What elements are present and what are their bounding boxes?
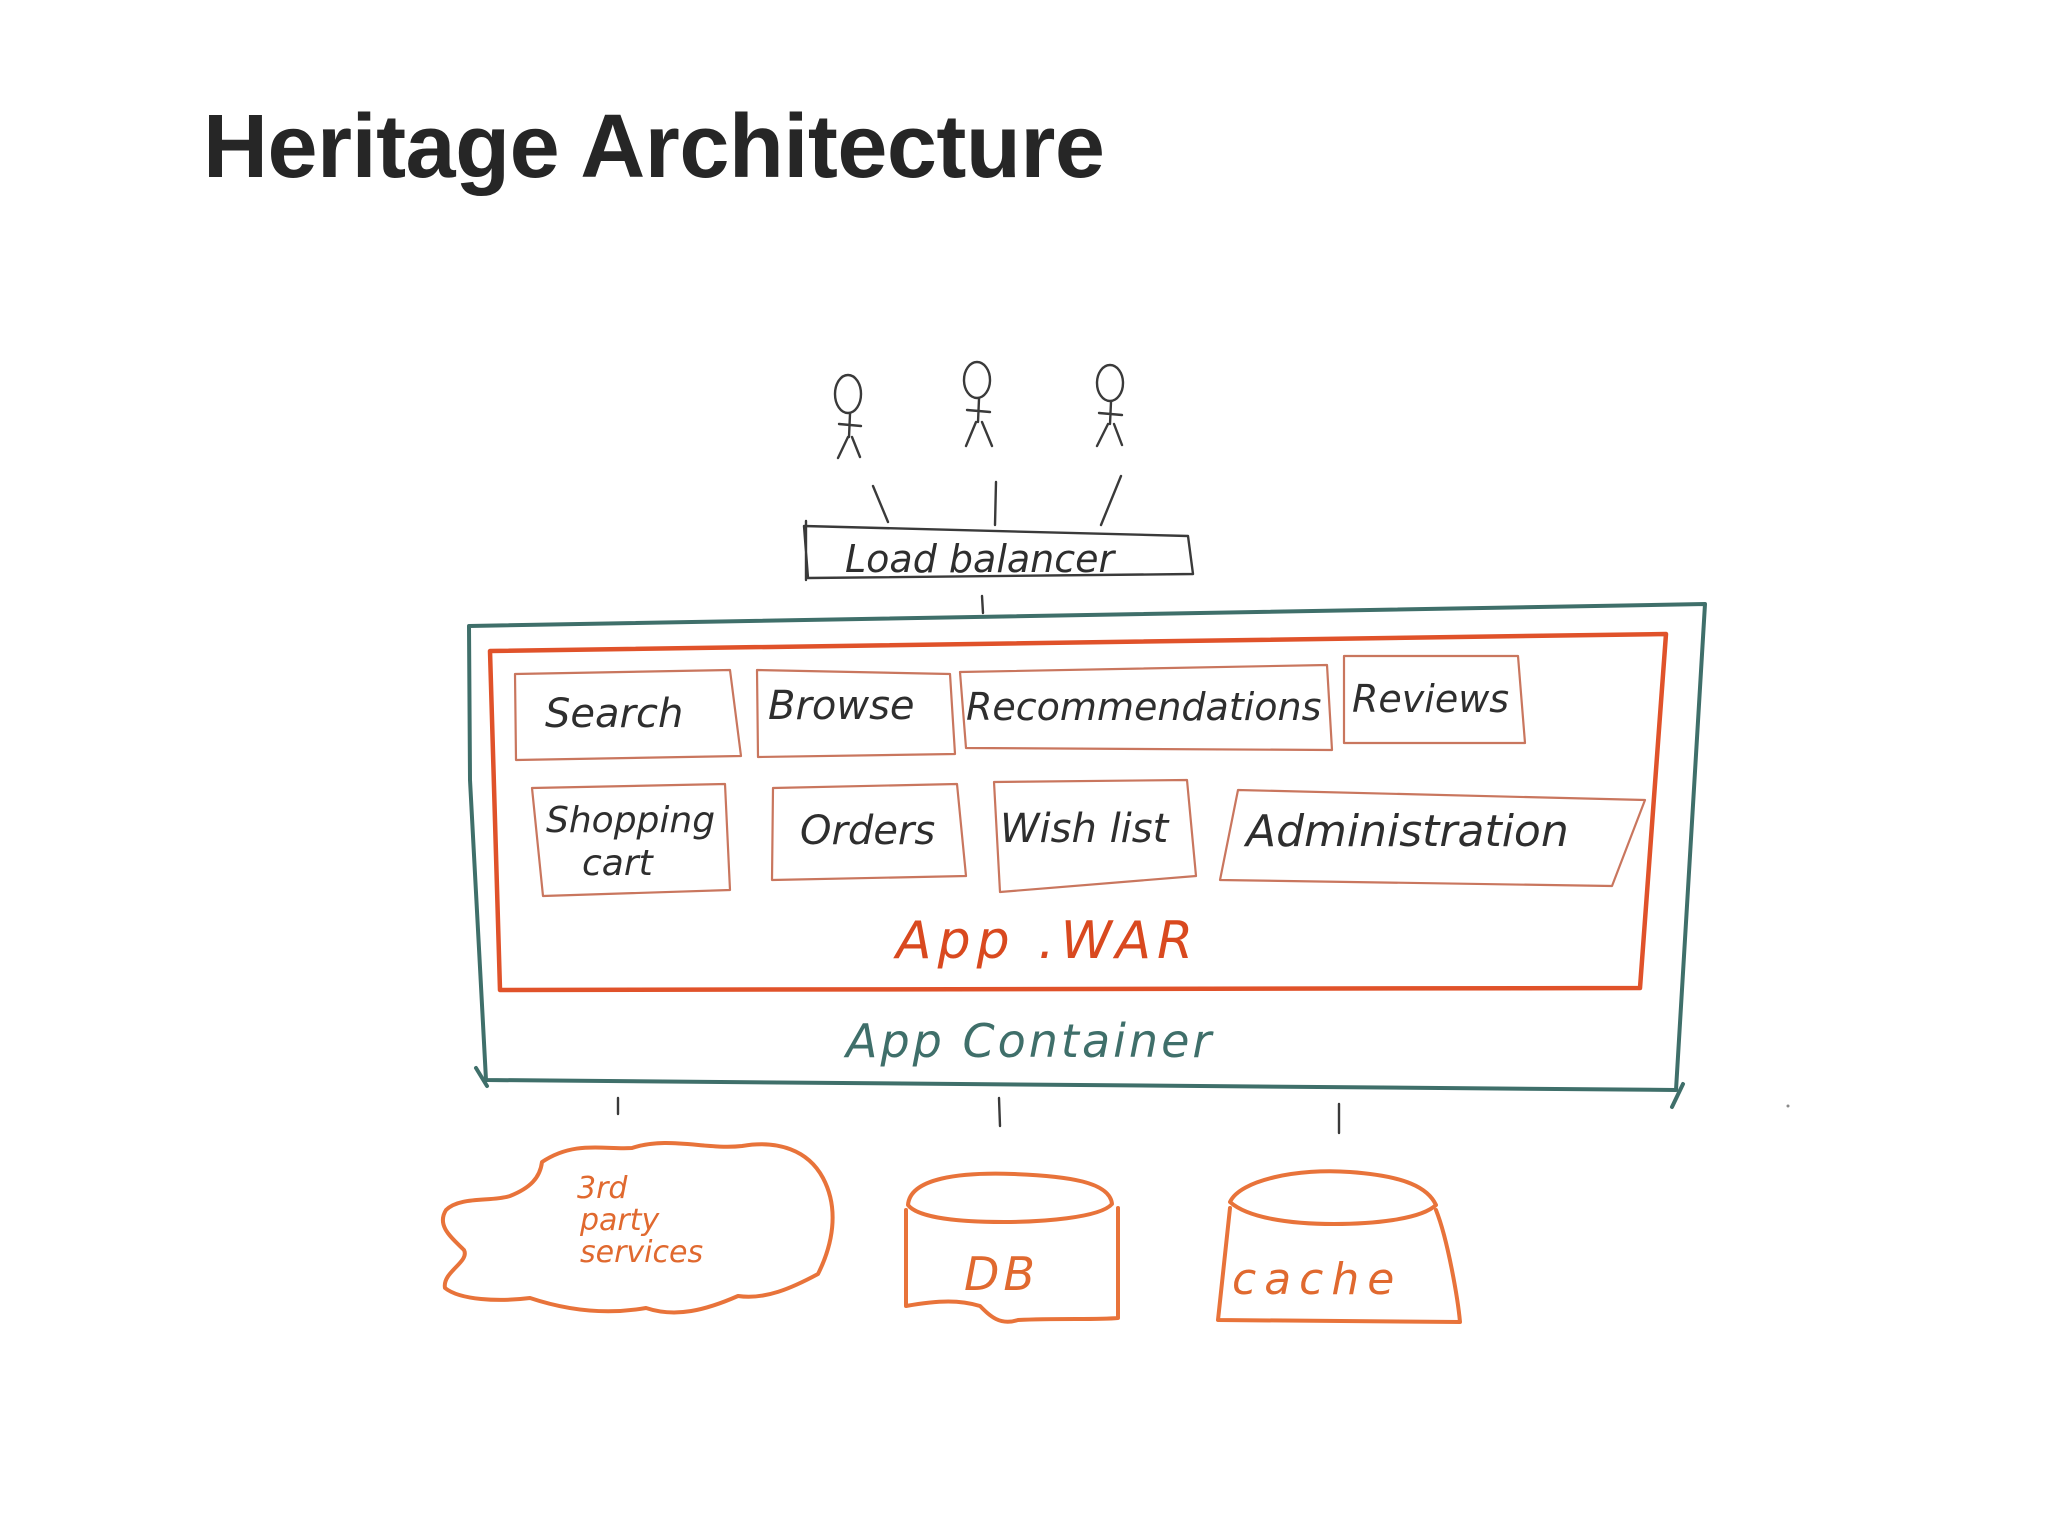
module-orders: Orders xyxy=(770,782,968,882)
cache-cylinder: cache xyxy=(1216,1169,1462,1324)
user-2-icon xyxy=(962,360,994,448)
app-war: App .WAR xyxy=(487,631,1669,993)
third-party-label-line1: 3rd xyxy=(577,1171,628,1206)
slide-title: Heritage Architecture xyxy=(203,97,1105,197)
module-search: Search xyxy=(513,668,743,762)
user-3-icon xyxy=(1095,363,1125,448)
load-balancer: Load balancer xyxy=(802,519,1195,582)
module-administration-label: Administration xyxy=(1243,806,1569,857)
cache-label: cache xyxy=(1232,1254,1402,1305)
module-reviews-label: Reviews xyxy=(1352,677,1509,721)
app-war-label: App .WAR xyxy=(893,911,1199,971)
user-3-connector xyxy=(1099,474,1123,527)
module-administration: Administration xyxy=(1218,788,1647,888)
module-reviews: Reviews xyxy=(1342,654,1527,745)
third-party-label-line3: services xyxy=(580,1235,703,1270)
module-browse: Browse xyxy=(755,668,957,759)
db-cylinder: DB xyxy=(904,1171,1120,1324)
app-container: App Container xyxy=(467,602,1707,1109)
module-wish-list: Wish list xyxy=(992,778,1198,894)
db-label: DB xyxy=(964,1247,1039,1301)
third-party-services-cloud: 3rd party services xyxy=(440,1141,835,1315)
stray-pen-mark xyxy=(1786,1104,1790,1108)
user-2-connector xyxy=(993,480,998,527)
module-recommendations-label: Recommendations xyxy=(966,685,1321,729)
module-search-label: Search xyxy=(545,691,683,737)
module-orders-label: Orders xyxy=(800,808,935,854)
module-wish-list-label: Wish list xyxy=(1000,806,1170,852)
app-container-label: App Container xyxy=(843,1014,1214,1068)
module-shopping-label: Shopping xyxy=(546,800,715,841)
load-balancer-label: Load balancer xyxy=(845,537,1117,581)
module-recommendations: Recommendations xyxy=(958,663,1334,752)
third-party-label-line2: party xyxy=(579,1203,661,1238)
module-shopping-cart: Shopping cart xyxy=(530,782,732,898)
module-cart-label: cart xyxy=(582,843,655,884)
db-connector xyxy=(997,1096,1002,1128)
lb-container-connector xyxy=(980,594,985,615)
user-1-connector xyxy=(871,484,890,524)
user-1-icon xyxy=(833,373,863,460)
module-browse-label: Browse xyxy=(768,683,915,729)
